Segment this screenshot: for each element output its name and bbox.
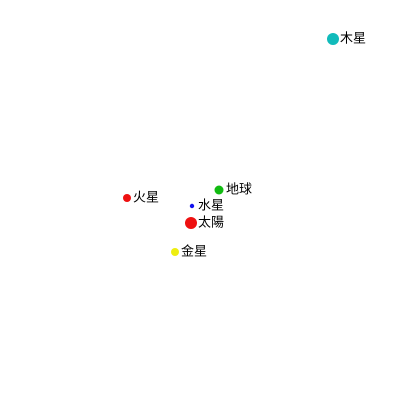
body-venus: 金星 — [171, 244, 207, 260]
body-sun: 太陽 — [185, 216, 224, 231]
body-mars: 火星 — [123, 191, 159, 206]
earth-label: 地球 — [226, 183, 252, 198]
jupiter-marker — [327, 33, 339, 45]
earth-marker — [214, 185, 224, 195]
mars-marker — [123, 194, 131, 202]
body-jupiter: 木星 — [327, 32, 366, 47]
mercury-marker — [189, 203, 195, 209]
venus-marker — [171, 248, 179, 256]
body-mercury: 水星 — [189, 199, 224, 214]
jupiter-label: 木星 — [340, 32, 366, 47]
body-earth: 地球 — [214, 183, 252, 198]
sun-marker — [185, 217, 197, 229]
mercury-label: 水星 — [198, 199, 224, 214]
mars-label: 火星 — [133, 191, 159, 206]
sun-label: 太陽 — [198, 216, 224, 231]
venus-label: 金星 — [181, 244, 207, 260]
